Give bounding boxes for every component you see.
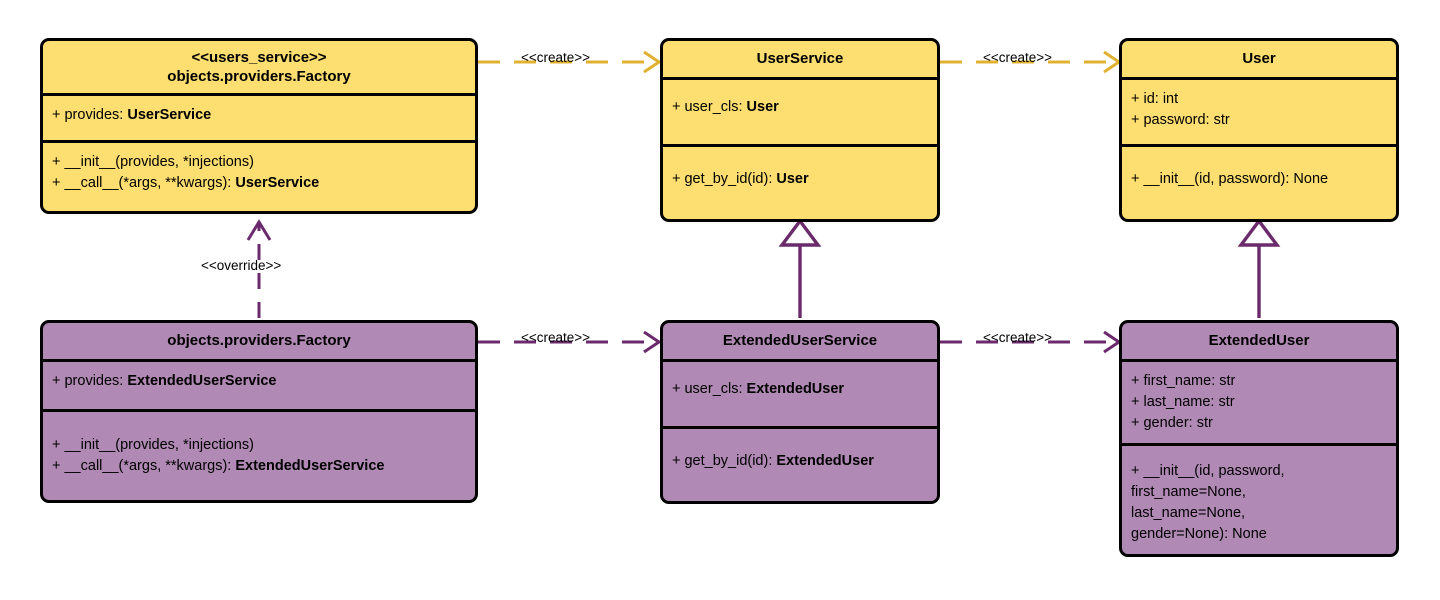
class-attributes-extended-user: + first_name: str + last_name: str + gen… xyxy=(1122,362,1396,447)
class-attributes-users-service-factory: + provides: UserService xyxy=(43,96,475,144)
class-box-extended-factory[interactable]: objects.providers.Factory + provides: Ex… xyxy=(40,320,478,504)
class-header-users-service-factory: <<users_service>> objects.providers.Fact… xyxy=(43,41,475,97)
class-methods-user: + __init__(id, password): None xyxy=(1122,147,1396,219)
attribute-row: + id: int xyxy=(1131,91,1179,108)
class-box-user-service[interactable]: UserService + user_cls: User + get_by_id… xyxy=(660,38,940,223)
method-row: first_name=None, xyxy=(1131,484,1246,501)
class-methods-extended-user-service: + get_by_id(id): ExtendedUser xyxy=(663,429,937,501)
method-row: + __call__(*args, **kwargs): UserService xyxy=(52,175,320,192)
attribute-row: + last_name: str xyxy=(1131,394,1235,411)
attribute-row: + gender: str xyxy=(1131,415,1213,432)
edge-label-create-top-left: <<create>> xyxy=(521,50,591,65)
method-row: + get_by_id(id): ExtendedUser xyxy=(672,453,874,470)
class-attributes-user: + id: int + password: str xyxy=(1122,80,1396,148)
class-name: User xyxy=(1242,50,1276,67)
edge-generalization-user xyxy=(1237,218,1281,318)
class-box-users-service-factory[interactable]: <<users_service>> objects.providers.Fact… xyxy=(40,38,478,215)
method-row: + __init__(provides, *injections) xyxy=(52,154,254,171)
class-name: ExtendedUser xyxy=(1208,332,1310,349)
class-methods-extended-user: + __init__(id, password, first_name=None… xyxy=(1122,446,1396,554)
class-name: ExtendedUserService xyxy=(722,332,878,349)
class-box-user[interactable]: User + id: int + password: str + __init_… xyxy=(1119,38,1399,223)
class-header-extended-factory: objects.providers.Factory xyxy=(43,323,475,363)
edge-generalization-service xyxy=(778,218,822,318)
class-header-user-service: UserService xyxy=(663,41,937,81)
class-methods-user-service: + get_by_id(id): User xyxy=(663,147,937,219)
edge-label-override: <<override>> xyxy=(201,258,282,273)
class-attributes-extended-user-service: + user_cls: ExtendedUser xyxy=(663,362,937,430)
attribute-row: + provides: ExtendedUserService xyxy=(52,373,277,390)
class-header-user: User xyxy=(1122,41,1396,81)
class-name: UserService xyxy=(756,50,844,67)
method-row: last_name=None, xyxy=(1131,505,1246,522)
edge-label-create-top-right: <<create>> xyxy=(983,50,1053,65)
class-name: objects.providers.Factory xyxy=(167,332,351,349)
attribute-row: + user_cls: User xyxy=(672,99,779,116)
attribute-row: + first_name: str xyxy=(1131,373,1236,390)
class-name: objects.providers.Factory xyxy=(167,68,351,86)
class-attributes-extended-factory: + provides: ExtendedUserService xyxy=(43,362,475,413)
edge-label-create-bottom-right: <<create>> xyxy=(983,330,1053,345)
edge-label-create-bottom-left: <<create>> xyxy=(521,330,591,345)
class-methods-extended-factory: + __init__(provides, *injections) + __ca… xyxy=(43,412,475,500)
method-row: + get_by_id(id): User xyxy=(672,171,809,188)
class-header-extended-user-service: ExtendedUserService xyxy=(663,323,937,363)
attribute-row: + provides: UserService xyxy=(52,107,212,124)
class-methods-users-service-factory: + __init__(provides, *injections) + __ca… xyxy=(43,143,475,211)
class-stereotype: <<users_service>> xyxy=(191,49,327,66)
method-row: + __init__(id, password, xyxy=(1131,463,1285,480)
class-header-extended-user: ExtendedUser xyxy=(1122,323,1396,363)
method-row: gender=None): None xyxy=(1131,526,1267,543)
attribute-row: + user_cls: ExtendedUser xyxy=(672,381,845,398)
class-box-extended-user[interactable]: ExtendedUser + first_name: str + last_na… xyxy=(1119,320,1399,558)
method-row: + __call__(*args, **kwargs): ExtendedUse… xyxy=(52,458,385,475)
method-row: + __init__(provides, *injections) xyxy=(52,437,254,454)
method-row: + __init__(id, password): None xyxy=(1131,171,1329,188)
attribute-row: + password: str xyxy=(1131,112,1230,129)
class-box-extended-user-service[interactable]: ExtendedUserService + user_cls: Extended… xyxy=(660,320,940,505)
class-attributes-user-service: + user_cls: User xyxy=(663,80,937,148)
